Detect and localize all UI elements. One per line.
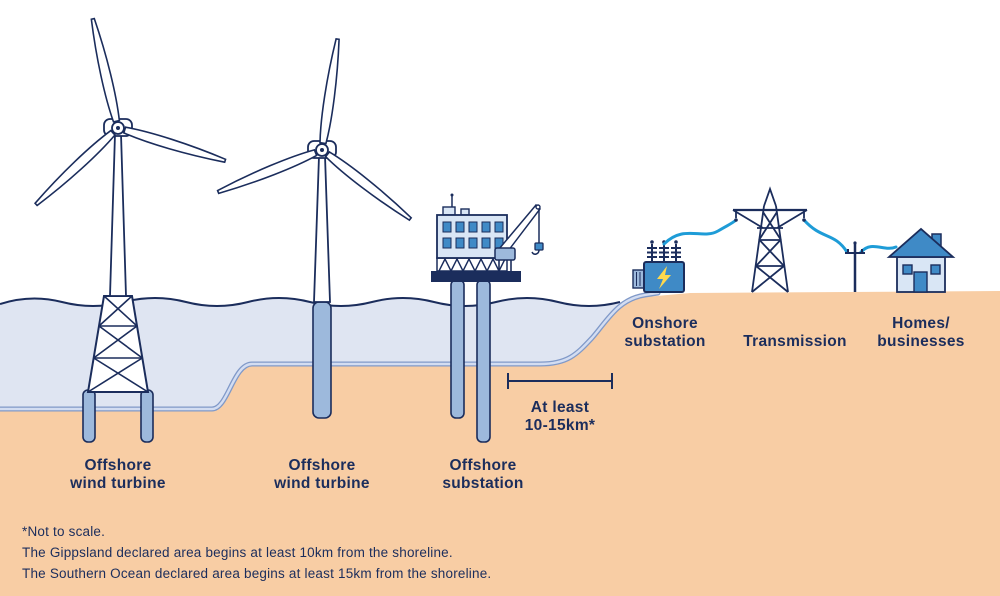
crane-cab: [494, 247, 516, 261]
offshore-substation-platform: [431, 193, 544, 443]
onshore-substation-unit: [632, 240, 685, 293]
overhead-cables: [662, 218, 898, 254]
label-transmission: Transmission: [743, 333, 847, 350]
label-offshore-wind-turbine-2: wind turbine: [273, 475, 370, 492]
house-window-right: [930, 264, 941, 275]
cable-pole-to-house: [859, 244, 898, 254]
turbine2-blades: [216, 37, 413, 222]
house-window-left: [902, 264, 913, 275]
substation-mast-top: [450, 193, 454, 197]
substation-truss-zigzag: [438, 257, 506, 273]
turbine1-pile-left: [82, 389, 96, 443]
substation-crane: [494, 203, 544, 271]
label-onshore-substation: substation: [624, 333, 705, 350]
turbine1-hub-center: [116, 126, 120, 130]
lightning-bolt-icon: [657, 266, 671, 289]
crane-tip-pulley: [535, 204, 541, 210]
label-offshore-wind-turbine-2: Offshore: [289, 457, 356, 474]
house-roof: [886, 227, 956, 258]
turbine2-hub-center: [320, 148, 324, 152]
turbine1-pile-right: [140, 389, 154, 443]
substation-windows: [442, 221, 504, 249]
footnote-southern-ocean: The Southern Ocean declared area begins …: [22, 566, 491, 581]
transmission-tower: [732, 186, 808, 293]
house-door: [913, 271, 928, 293]
cable-tower-to-pole: [802, 218, 849, 254]
footnote-gippsland: The Gippsland declared area begins at le…: [22, 545, 453, 560]
label-offshore-wind-turbine-1: wind turbine: [69, 475, 166, 492]
turbine1-jacket-bracing: [87, 295, 149, 393]
crane-hook-block: [534, 242, 544, 251]
turbine2-monopile: [312, 301, 332, 419]
label-onshore-substation: Onshore: [632, 315, 698, 332]
export-cable: [0, 290, 661, 412]
crane-hook: [531, 249, 540, 255]
label-offshore-substation: Offshore: [450, 457, 517, 474]
label-homes-businesses: businesses: [877, 333, 964, 350]
offshore-wind-turbine-1: [33, 17, 227, 443]
label-distance: 10-15km*: [525, 417, 596, 434]
substation-deck: [431, 271, 521, 282]
house: [886, 227, 956, 293]
label-distance: At least: [531, 399, 589, 416]
substation-pile-right: [476, 279, 491, 443]
label-offshore-substation: substation: [442, 475, 523, 492]
footnote-not-to-scale: *Not to scale.: [22, 524, 105, 539]
turbine1-blades: [33, 17, 227, 207]
turbine2-tower: [313, 155, 331, 303]
offshore-wind-turbine-2: [216, 37, 413, 419]
onshore-bushings: [647, 240, 681, 262]
substation-pile-left: [450, 279, 465, 419]
label-homes-businesses: Homes/: [892, 315, 950, 332]
utility-pole: [845, 241, 865, 292]
distance-bracket: [507, 373, 613, 389]
onshore-radiator: [632, 269, 645, 289]
seabed-and-land: [0, 291, 1000, 596]
label-offshore-wind-turbine-1: Offshore: [85, 457, 152, 474]
turbine1-tower: [109, 133, 127, 297]
substation-vent-1: [442, 206, 456, 216]
cable-substation-to-tower: [662, 218, 738, 246]
